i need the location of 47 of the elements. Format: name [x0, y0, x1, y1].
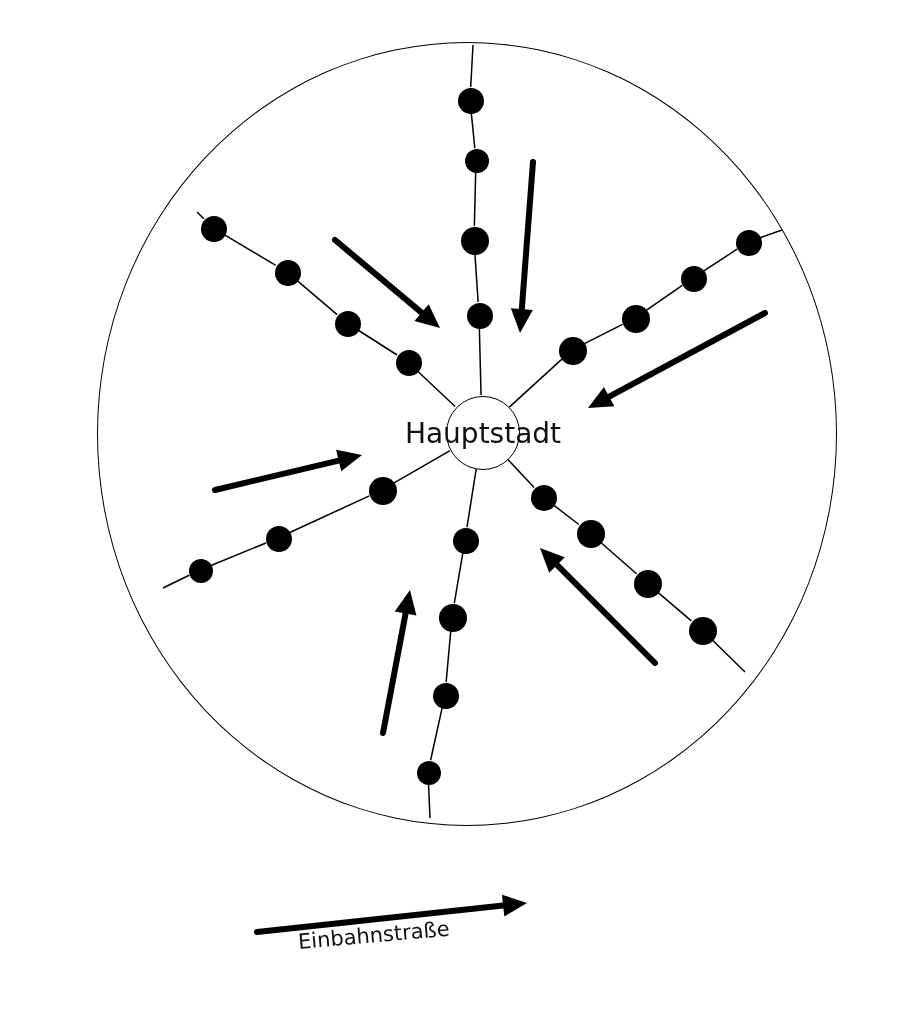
road-line: [703, 248, 738, 272]
road-line: [393, 449, 451, 484]
road-line: [656, 591, 693, 622]
road-line: [473, 171, 477, 227]
city-dot: [275, 260, 301, 286]
city-dot: [396, 350, 422, 376]
road-line: [466, 467, 477, 528]
legend-label: Einbahnstraße: [297, 916, 451, 954]
road-line: [296, 279, 338, 316]
city-dot: [458, 88, 484, 114]
city-dot: [681, 266, 707, 292]
road-line: [478, 327, 482, 396]
city-dot: [736, 230, 762, 256]
road-line: [223, 233, 277, 267]
city-dot: [465, 149, 489, 173]
city-dot: [577, 520, 605, 548]
road-line: [470, 112, 476, 149]
city-dot: [417, 761, 441, 785]
road-line: [474, 253, 479, 303]
city-dot: [453, 528, 479, 554]
city-dot: [467, 303, 493, 329]
city-dot: [559, 337, 587, 365]
city-dot: [634, 570, 662, 598]
road-line: [429, 706, 443, 762]
road-line: [445, 630, 452, 683]
road-line: [289, 495, 371, 534]
road-line: [210, 542, 267, 567]
city-dot: [335, 311, 361, 337]
city-dot: [189, 559, 213, 583]
city-dot: [461, 227, 489, 255]
city-dot: [266, 526, 292, 552]
road-line: [357, 329, 398, 356]
road-line: [599, 541, 638, 575]
city-dot: [439, 604, 467, 632]
city-dot: [369, 477, 397, 505]
city-dot: [433, 683, 459, 709]
city-dot: [689, 617, 717, 645]
road-line: [416, 370, 456, 408]
city-dot: [622, 305, 650, 333]
road-line: [583, 323, 624, 345]
city-dot: [201, 216, 227, 242]
road-line: [453, 552, 464, 604]
road-line: [508, 358, 563, 408]
road-line: [552, 504, 580, 526]
road-line: [645, 284, 684, 311]
road-line: [506, 458, 535, 489]
city-dot: [531, 485, 557, 511]
